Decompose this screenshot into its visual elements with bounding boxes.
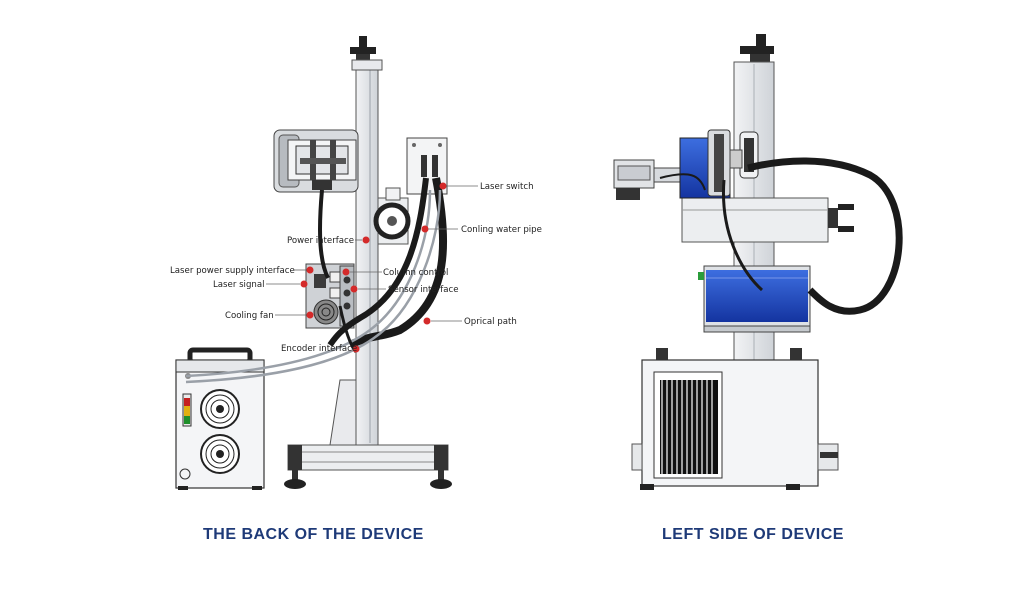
callout-markers — [300, 182, 447, 353]
label-optical-path: Oprical path — [464, 317, 517, 327]
back-view-device: Laser switch Conling water pipe Power in… — [170, 36, 542, 490]
label-laser-signal: Laser signal — [213, 280, 265, 290]
base-frame — [284, 444, 452, 489]
head-cable — [659, 173, 706, 191]
label-column-control: Column control — [383, 268, 448, 278]
label-power-interface: Power interface — [287, 236, 354, 246]
lifting-column — [351, 59, 383, 446]
callout-leaders — [266, 185, 478, 322]
label-cooling-fan: Cooling fan — [225, 311, 274, 321]
signal-cable — [721, 179, 764, 292]
water-chiller — [175, 347, 265, 490]
label-laser-switch: Laser switch — [480, 182, 534, 192]
caster-wheel — [284, 479, 306, 489]
optical-fiber-hose — [747, 157, 903, 315]
label-cooling-water-pipe: Conling water pipe — [461, 225, 542, 235]
height-adjust-knob — [350, 36, 376, 60]
height-adjust-knob — [740, 34, 774, 62]
label-encoder-interface: Encoder interface — [281, 344, 357, 354]
caster-wheel — [430, 479, 452, 489]
crossbar-arm — [681, 197, 854, 243]
ventilation-grille — [660, 380, 718, 474]
encoder-wheel — [373, 187, 411, 245]
rear-support — [329, 379, 357, 446]
caption-back-view: THE BACK OF THE DEVICE — [203, 526, 424, 543]
laser-head-rear — [273, 129, 359, 193]
laser-power-unit — [698, 265, 811, 333]
side-view-device — [613, 34, 903, 490]
label-laser-power-supply-interface: Laser power supply interface — [170, 266, 295, 276]
chiller-cabinet-side — [631, 348, 839, 490]
cables-and-hoses — [185, 177, 448, 384]
caption-side-view: LEFT SIDE OF DEVICE — [662, 526, 844, 543]
label-sensor-interface: Sensor interface — [388, 285, 459, 295]
